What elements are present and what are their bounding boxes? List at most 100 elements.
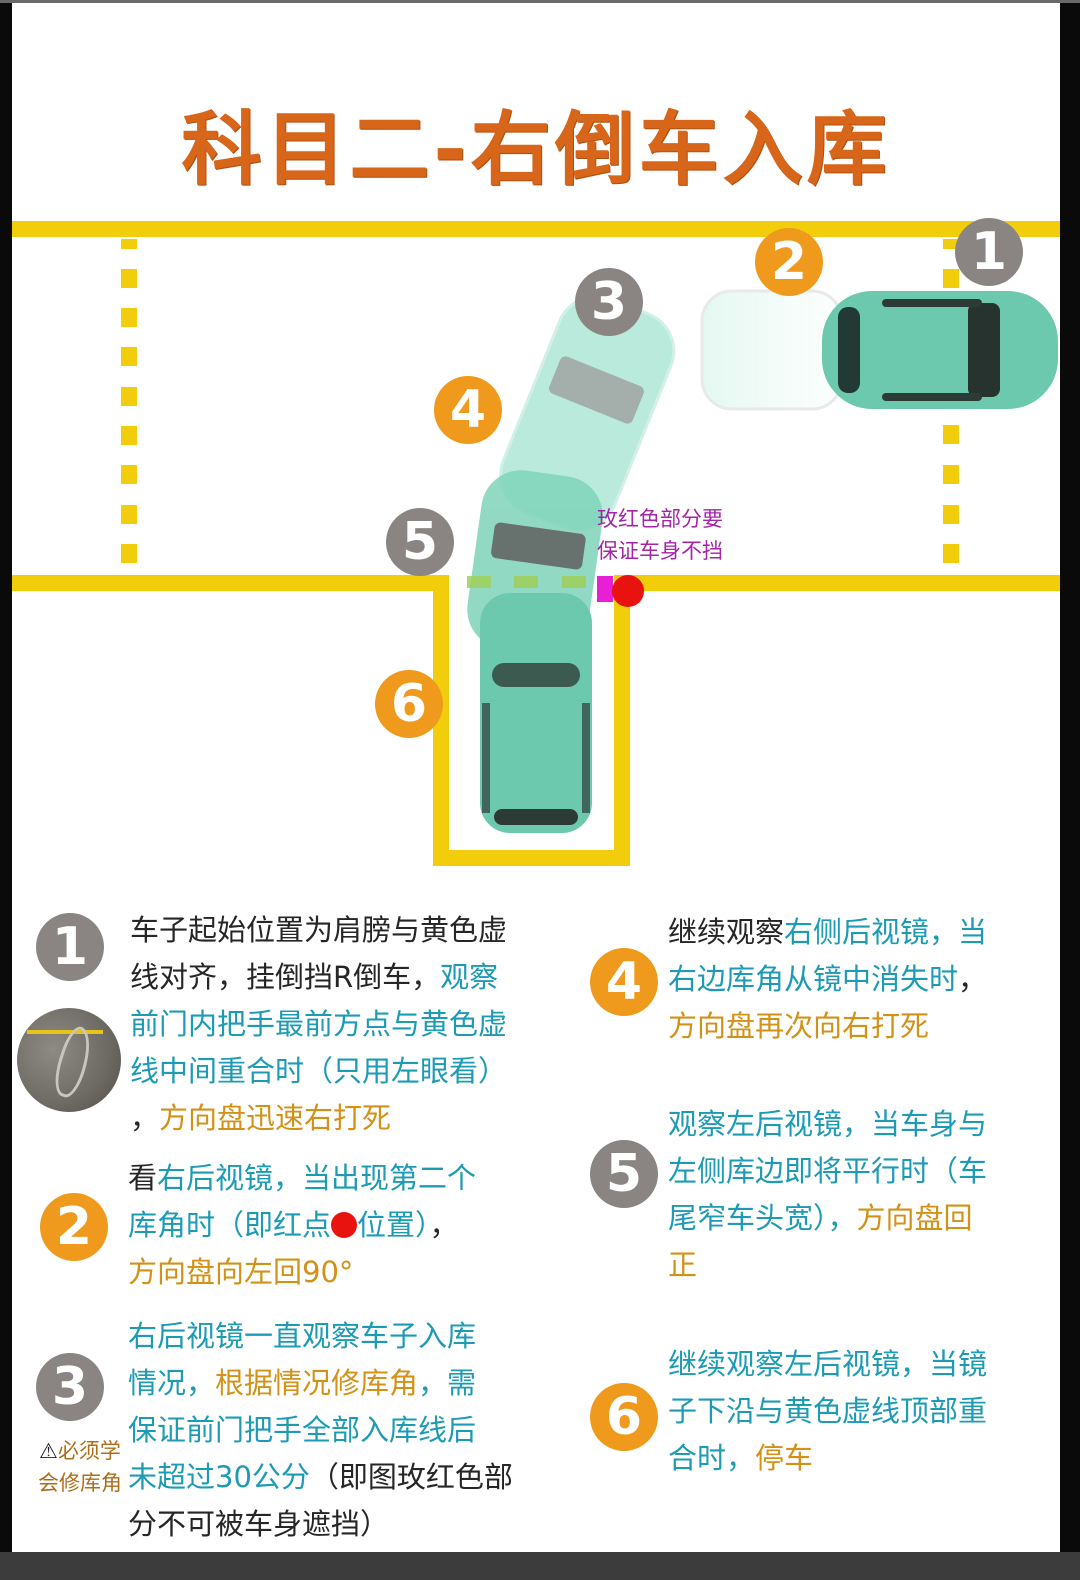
step-line: 线中间重合时（只用左眼看） [130,1048,560,1095]
step-line: 方向盘向左回90° [128,1249,558,1296]
step-3-text: 右后视镜一直观察车子入库情况，根据情况修库角，需保证前门把手全部入库线后未超过3… [128,1313,558,1548]
diagram-badge-4: 4 [434,376,502,444]
step-text-segment: 右边库角从镜中消失时 [668,962,959,996]
diagram-badge-3: 3 [575,268,643,336]
step-text-segment: 看 [128,1161,158,1195]
step-line: 车子起始位置为肩膀与黄色虚 [130,907,560,954]
step-line: 线对齐，挂倒挡R倒车，观察 [130,954,560,1001]
step-line: 观察左后视镜，当车身与 [668,1101,1048,1148]
step-line: 保证前门把手全部入库线后 [128,1407,558,1454]
step-text-segment: 继续观察 [668,915,785,949]
bottom-bar [0,1552,1080,1580]
step-text-segment: 方向盘回 [856,1201,973,1235]
step-text-segment: 车子起始位置为肩膀与黄色虚 [130,913,508,947]
step-line: 未超过30公分（即图玫红色部 [128,1454,558,1501]
step-text-segment: 位置） [357,1208,430,1242]
step-text-segment: 左侧库边即将平行时（车 [668,1154,988,1188]
diagram-badge-2: 2 [755,228,823,296]
step-text-segment: 子下沿与黄色虚线顶部重 [668,1394,988,1428]
magenta-note-line-1: 玫红色部分要 [597,507,723,531]
step-badge-5: 5 [590,1140,658,1208]
step-text-segment: 分不可被车身遮挡） [128,1507,390,1541]
step-text-segment: ， [429,1208,459,1242]
step-line: 尾窄车头宽），方向盘回 [668,1195,1048,1242]
step-text-segment: 情况， [128,1366,216,1400]
step-line: 继续观察左后视镜，当镜 [668,1341,1048,1388]
step-line: 情况，根据情况修库角，需 [128,1360,558,1407]
step-text-segment: ， [130,1101,160,1135]
step-text-segment: 继续观察左后视镜，当镜 [668,1347,988,1381]
parking-diagram [12,221,1060,866]
step-text-segment: 观察左后视镜，当车身与 [668,1107,988,1141]
step-line: 看右后视镜，当出现第二个 [128,1155,558,1202]
step-text-segment: 前门内把手最前方点与黄色虚 [130,1007,508,1041]
step-text-segment: 右侧后视镜，当 [784,915,988,949]
step-text-segment: 正 [668,1248,698,1282]
step-text-segment: 右后视镜一直观察车子入库 [128,1319,477,1353]
green-dashed-line [467,576,586,588]
step-text-segment: 根据情况修库角 [215,1366,419,1400]
step-text-segment: 线对齐，挂倒挡R倒车， [130,960,441,994]
yellow-reference-line [27,1030,103,1034]
red-dot-icon [331,1212,358,1238]
step-5-text: 观察左后视镜，当车身与左侧库边即将平行时（车尾窄车头宽），方向盘回正 [668,1101,1048,1289]
step-line: 左侧库边即将平行时（车 [668,1148,1048,1195]
step-text-segment: 停车 [755,1441,814,1475]
step-line: 分不可被车身遮挡） [128,1501,558,1548]
step-text-segment: 保证前门把手全部入库线后 [128,1413,477,1447]
step-line: 右边库角从镜中消失时， [668,956,1048,1003]
step-line: 方向盘再次向右打死 [668,1003,1048,1050]
magenta-note-line-2: 保证车身不挡 [597,539,723,563]
door-handle-photo [17,1008,121,1112]
step-text-segment: 未超过30公分 [128,1460,310,1494]
step-line: 子下沿与黄色虚线顶部重 [668,1388,1048,1435]
diagram-badge-6: 6 [375,670,443,738]
page-title: 科目二-右倒车入库 [181,103,891,196]
step-badge-2: 2 [40,1193,108,1261]
step-line: 继续观察右侧后视镜，当 [668,909,1048,956]
step-1-text: 车子起始位置为肩膀与黄色虚线对齐，挂倒挡R倒车，观察前门内把手最前方点与黄色虚线… [130,907,560,1142]
car-start-position [822,291,1058,409]
step-text-segment: ，需 [418,1366,477,1400]
step-badge-1: 1 [36,913,104,981]
lane-lines [12,221,1060,866]
magenta-note: 玫红色部分要 保证车身不挡 [597,503,723,567]
step-text-segment: 方向盘向左回90° [128,1255,354,1289]
top-edge [0,0,1080,3]
car-final-position [480,593,592,833]
step-text-segment: （即图玫红色部 [309,1460,513,1494]
step-line: ，方向盘迅速右打死 [130,1095,560,1142]
door-handle-shape [48,1023,98,1101]
ghost-car-position-2 [700,289,844,411]
infographic-page: 科目二-右倒车入库 [12,3,1060,1552]
step-badge-6: 6 [590,1383,658,1451]
magenta-marker [597,576,613,602]
step-line: 合时，停车 [668,1435,1048,1482]
step-text-segment: 方向盘迅速右打死 [159,1101,392,1135]
step-2-text: 看右后视镜，当出现第二个库角时（即红点位置），方向盘向左回90° [128,1155,558,1296]
diagram-badge-1: 1 [955,218,1023,286]
warning-line-2: 会修库角 [38,1471,122,1495]
left-dashed-line [121,239,137,563]
step-line: 前门内把手最前方点与黄色虚 [130,1001,560,1048]
step-badge-4: 4 [590,948,658,1016]
step-line: 正 [668,1242,1048,1289]
step-line: 库角时（即红点位置）， [128,1202,558,1249]
right-dashed-line [943,239,959,563]
step-text-segment: 右后视镜，当出现第二个 [157,1161,477,1195]
step-text-segment: 尾窄车头宽）， [668,1201,857,1235]
step-4-text: 继续观察右侧后视镜，当右边库角从镜中消失时，方向盘再次向右打死 [668,909,1048,1050]
warning-triangle-icon: ⚠ [39,1439,58,1463]
step-text-segment: 方向盘再次向右打死 [668,1009,930,1043]
step-text-segment: 观察 [440,960,499,994]
step-line: 右后视镜一直观察车子入库 [128,1313,558,1360]
diagram-badge-5: 5 [386,508,454,576]
step-text-segment: ， [958,962,988,996]
step-badge-3: 3 [36,1353,104,1421]
red-dot-marker [612,575,644,607]
step-text-segment: 库角时（即红点 [128,1208,332,1242]
warning-note: ⚠必须学 会修库角 [24,1435,136,1499]
step-text-segment: 线中间重合时（只用左眼看） [130,1054,508,1088]
step-text-segment: 合时， [668,1441,756,1475]
warning-line-1: 必须学 [57,1439,121,1463]
